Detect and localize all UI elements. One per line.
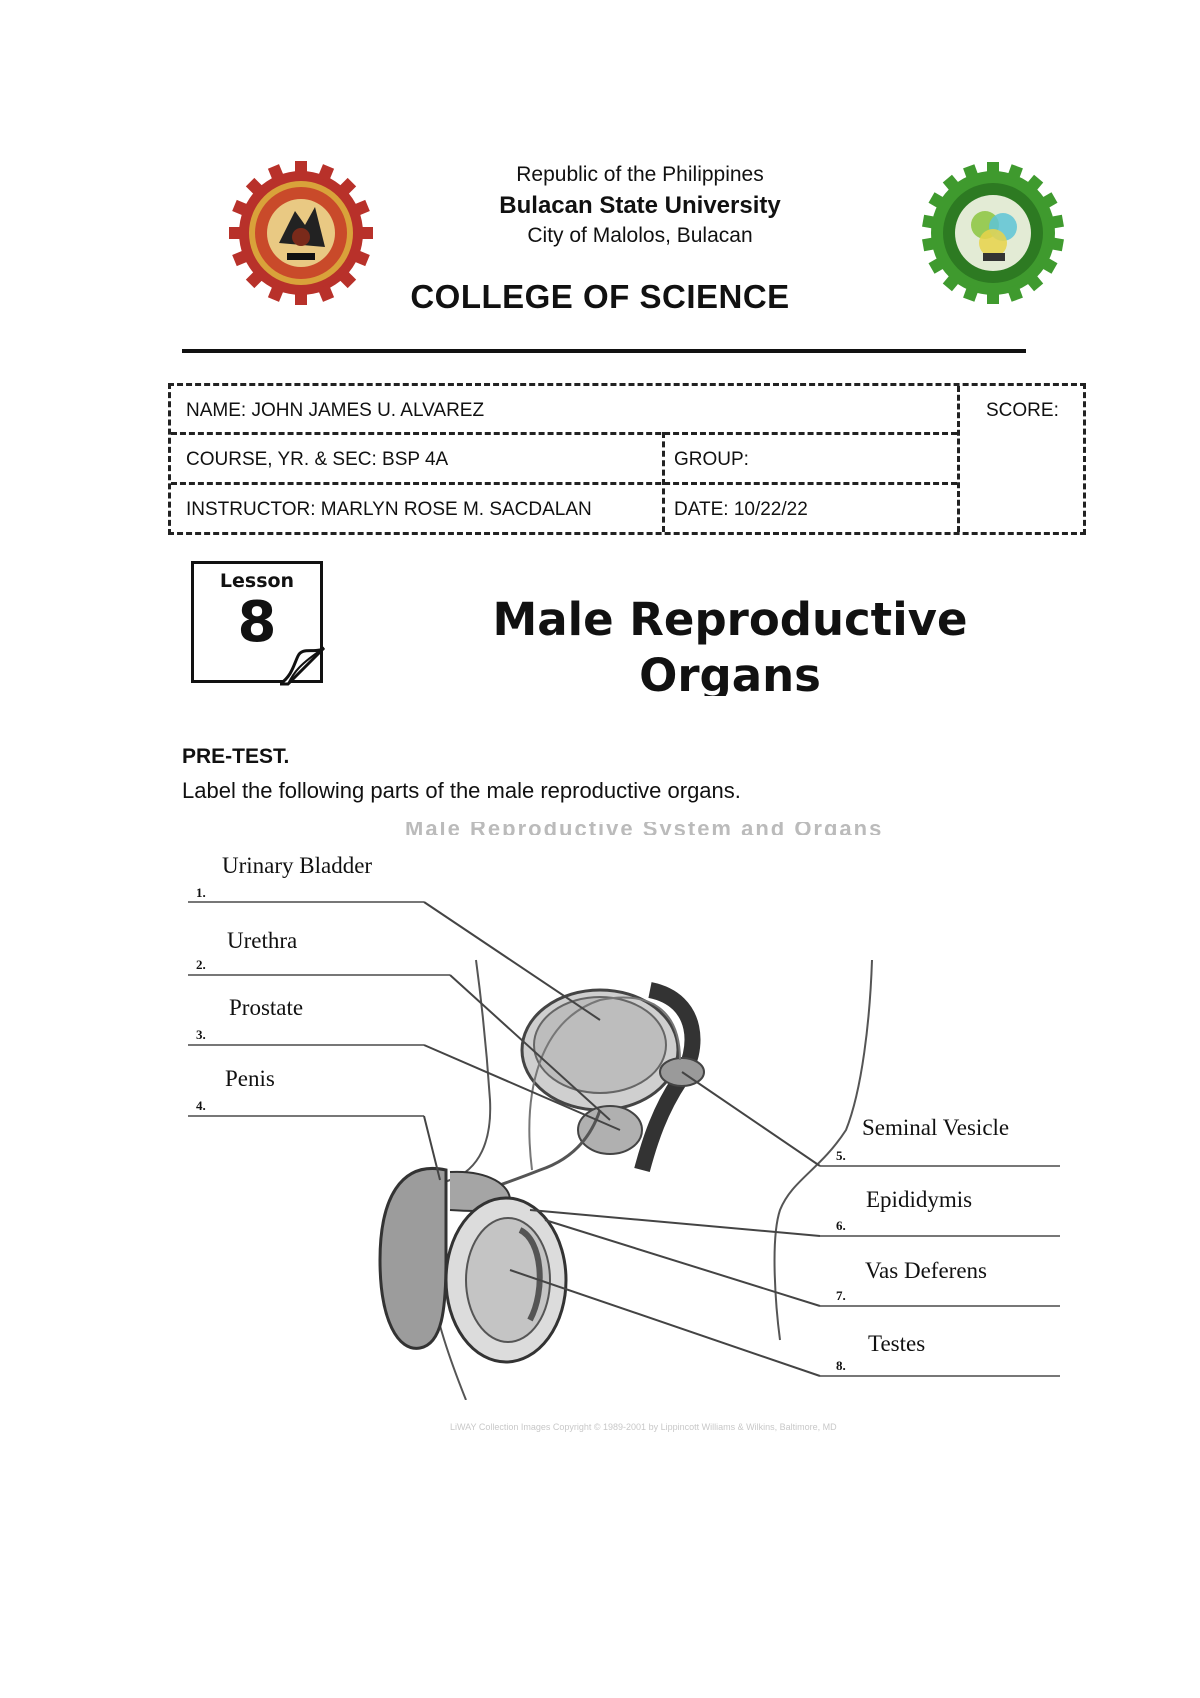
- lesson-label: Lesson: [194, 570, 320, 592]
- label-number-7: 7.: [836, 1288, 846, 1304]
- answer-testes: Testes: [868, 1331, 925, 1357]
- group-field: GROUP:: [674, 450, 749, 470]
- diagram-copyright: LiWAY Collection Images Copyright © 1989…: [450, 1422, 837, 1432]
- city-text: City of Malolos, Bulacan: [440, 224, 840, 248]
- table-divider: [171, 482, 957, 485]
- answer-prostate: Prostate: [229, 995, 303, 1021]
- answer-vas-deferens: Vas Deferens: [865, 1258, 987, 1284]
- student-info-table: NAME: JOHN JAMES U. ALVAREZ SCORE: COURS…: [168, 383, 1086, 535]
- answer-penis: Penis: [225, 1066, 275, 1092]
- page-curl-icon: [280, 636, 330, 688]
- answer-urinary-bladder: Urinary Bladder: [222, 853, 372, 879]
- answer-seminal-vesicle: Seminal Vesicle: [862, 1115, 1009, 1141]
- label-number-8: 8.: [836, 1358, 846, 1374]
- label-number-1: 1.: [196, 885, 206, 901]
- label-number-2: 2.: [196, 957, 206, 973]
- college-title: COLLEGE OF SCIENCE: [360, 278, 840, 316]
- university-name: Bulacan State University: [440, 192, 840, 220]
- lesson-title-container: Male Reproductive Organs: [420, 592, 1040, 696]
- score-label: SCORE:: [986, 401, 1059, 421]
- lesson-title: Male Reproductive Organs: [420, 592, 1040, 696]
- answer-epididymis: Epididymis: [866, 1187, 972, 1213]
- bsu-seal-logo: [228, 160, 374, 306]
- instructor-field: INSTRUCTOR: MARLYN ROSE M. SACDALAN: [186, 500, 592, 520]
- label-number-4: 4.: [196, 1098, 206, 1114]
- label-number-6: 6.: [836, 1218, 846, 1234]
- answer-urethra: Urethra: [227, 928, 297, 954]
- pretest-heading: PRE-TEST.: [182, 745, 289, 769]
- label-number-3: 3.: [196, 1027, 206, 1043]
- college-of-science-seal-logo: [920, 160, 1066, 306]
- table-divider: [957, 386, 960, 532]
- course-field: COURSE, YR. & SEC: BSP 4A: [186, 450, 448, 470]
- student-name: NAME: JOHN JAMES U. ALVAREZ: [186, 401, 484, 421]
- table-divider: [171, 432, 957, 435]
- date-field: DATE: 10/22/22: [674, 500, 808, 520]
- header-divider: [182, 349, 1026, 353]
- table-divider: [662, 432, 665, 532]
- diagram-faded-title: Male Reproductive System and Organs: [405, 822, 883, 835]
- republic-text: Republic of the Philippines: [440, 163, 840, 187]
- pretest-instruction: Label the following parts of the male re…: [182, 778, 741, 804]
- label-number-5: 5.: [836, 1148, 846, 1164]
